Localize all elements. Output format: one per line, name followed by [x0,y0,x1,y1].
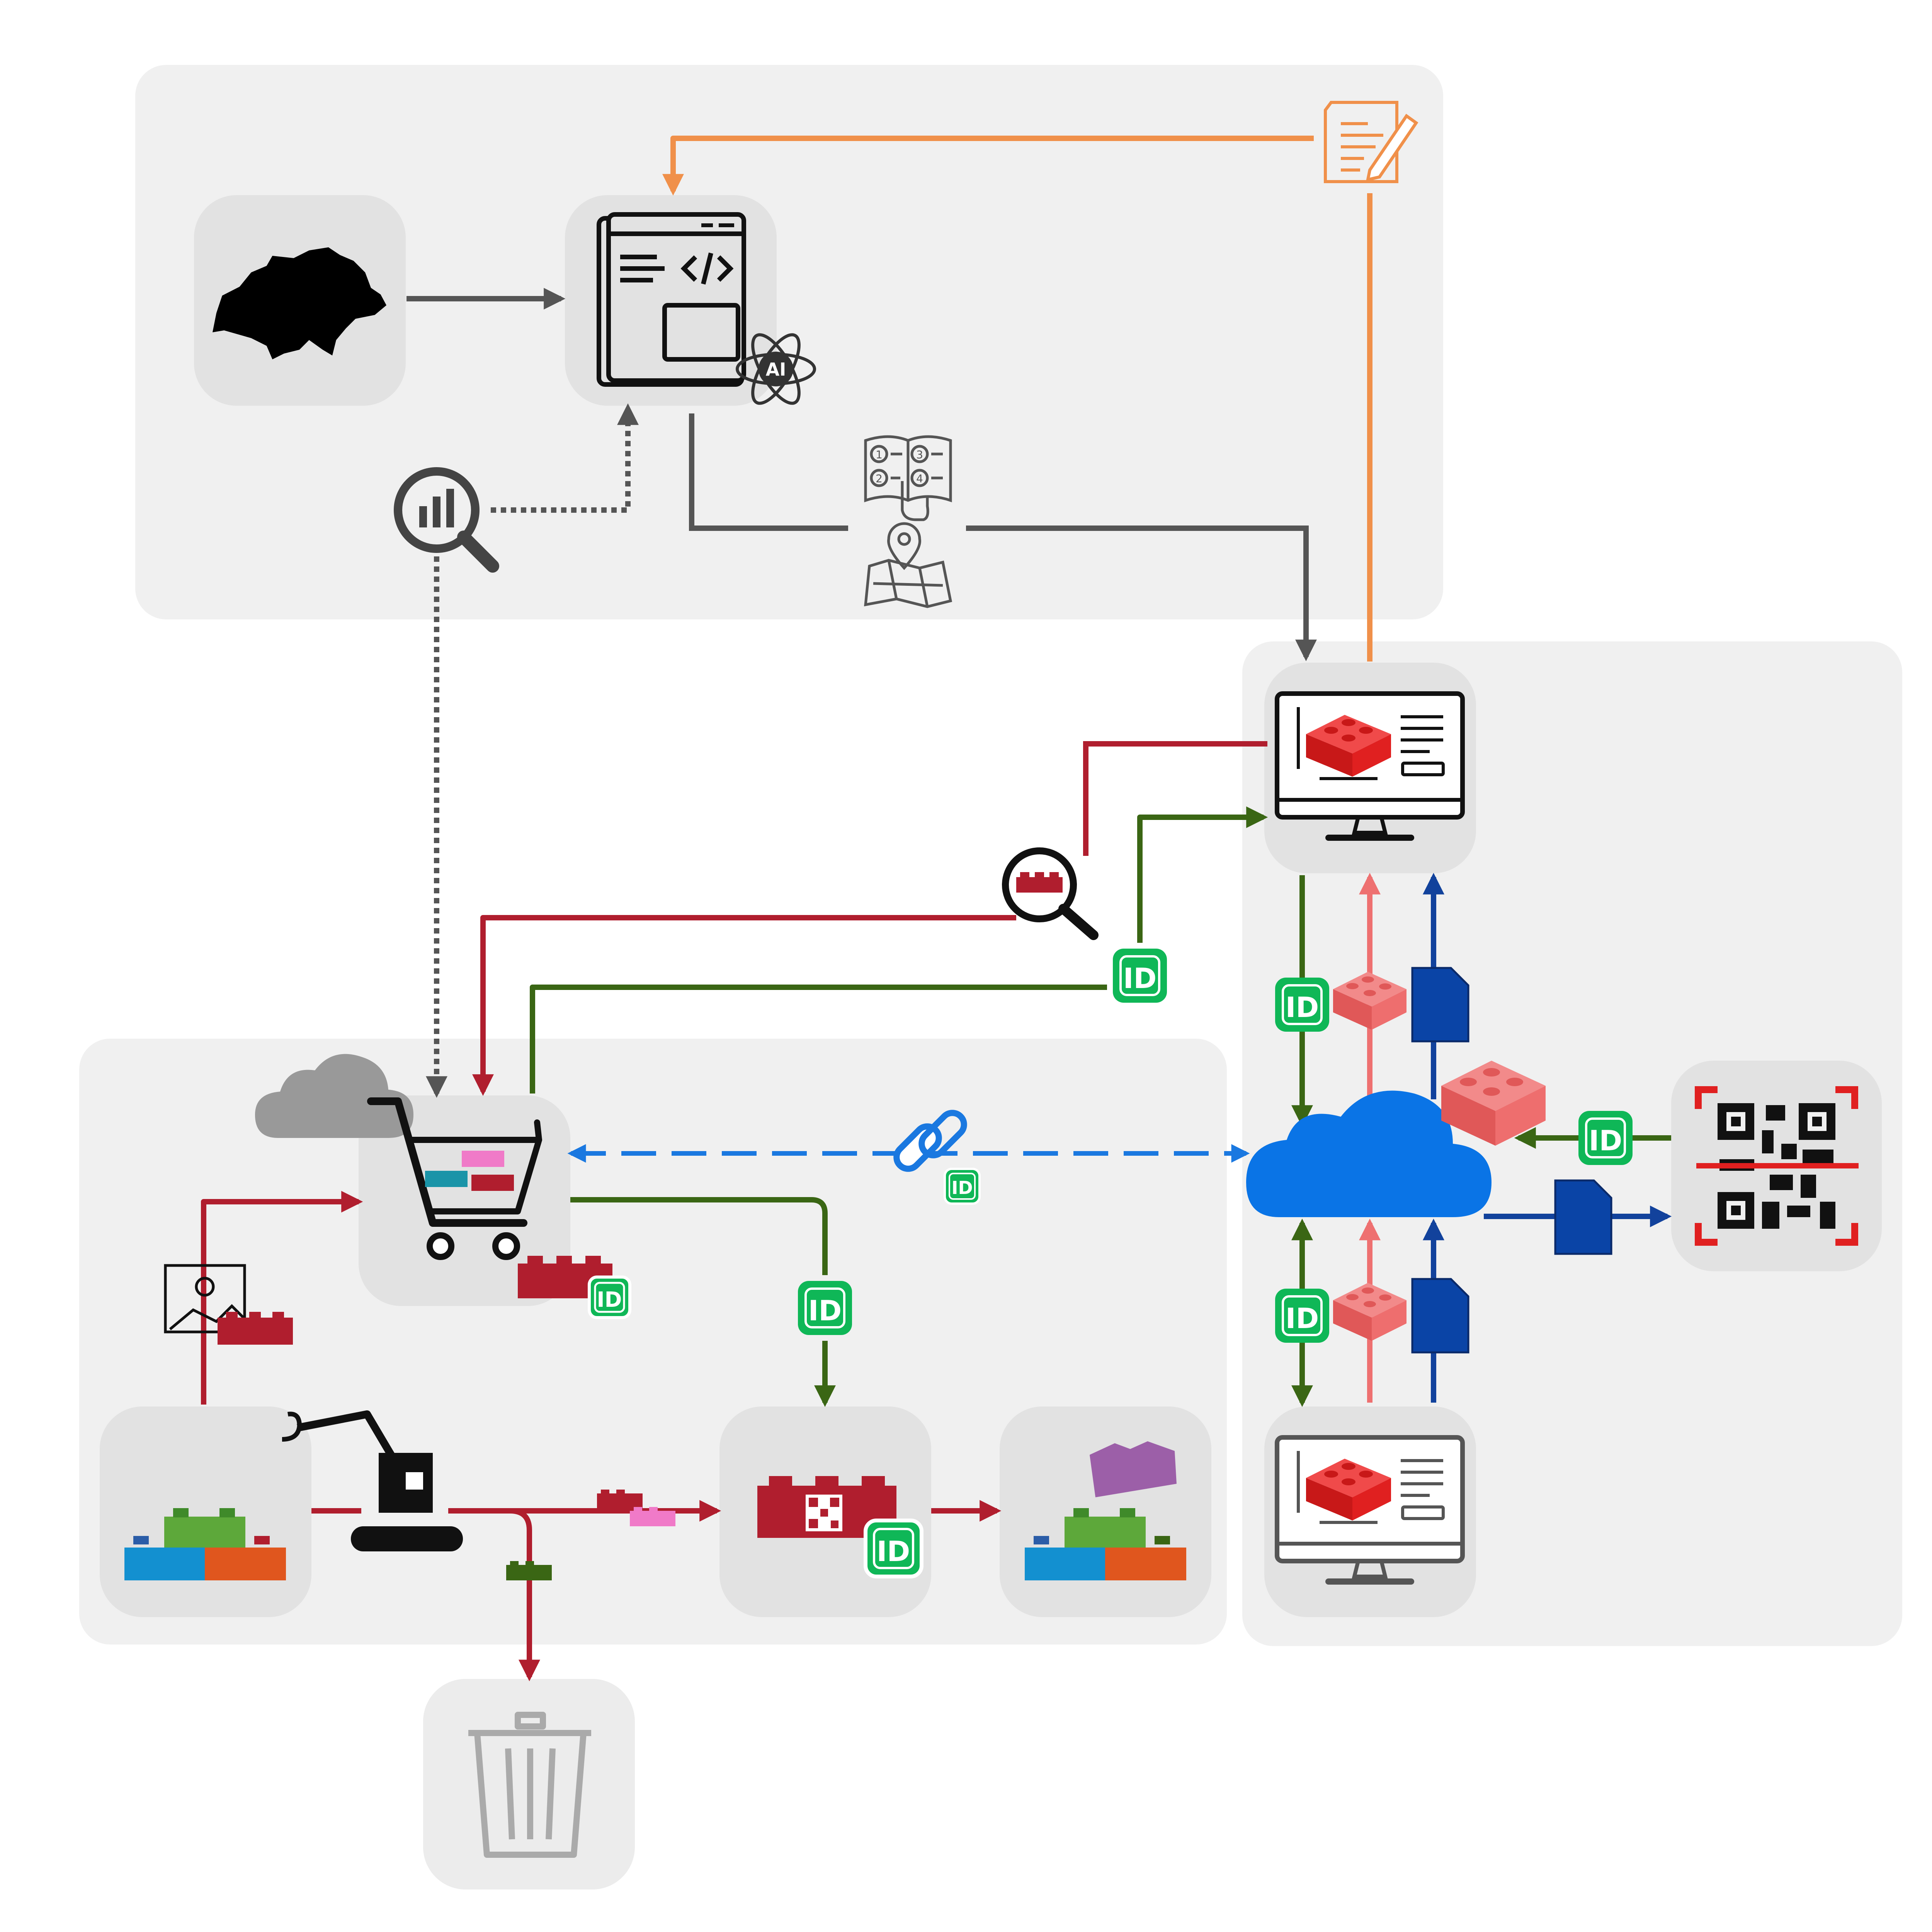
id-badge-icon-shop: ID [588,1276,631,1319]
id-label-search: ID [1123,962,1157,995]
document-icon-bottom [1411,1278,1469,1354]
brick-floating-icon [1441,1061,1546,1146]
link-icon [893,1110,967,1172]
manual-book-icon: 1 3 2 4 [864,435,952,521]
monitor-brick [1306,715,1391,777]
flow-app-to-platform-left [689,413,848,531]
flow-analytics-to-app [491,403,639,513]
trash-bin-icon [468,1712,591,1858]
flow-shop-to-id [570,1197,828,1275]
tile-building [100,1406,311,1617]
manual-step-3: 3 [916,448,923,461]
id-label-shop: ID [597,1287,622,1312]
id-badge-icon-link: ID [944,1168,981,1205]
ai-badge-label: AI [766,359,786,380]
id-badge-icon-tagged-brick: ID [864,1519,923,1578]
flow-app-to-platform-right [966,526,1317,662]
id-badge-icon-qr: ID [1578,1111,1633,1165]
small-bricks-sorted [506,1490,675,1580]
id-badge-icon-search: ID [1113,949,1167,1003]
platform-brick-top [1333,972,1406,1030]
document-icon [1411,967,1469,1043]
id-label-platform-top: ID [1286,991,1319,1024]
ai-atom-icon: AI [736,333,816,405]
id-badge-icon-platform-bottom: ID [1275,1289,1329,1343]
id-badge-icon-tag-flow: ID [798,1281,852,1335]
web-code-window-icon [597,212,746,387]
flow-excavator-to-trash [510,1508,540,1682]
shopping-cart-icon [367,1097,542,1260]
id-label-tag-flow: ID [808,1294,842,1327]
brick-search-icon [1002,847,1099,940]
flow-search-to-shop [472,915,1016,1096]
switzerland-map-icon [213,247,386,359]
gray-cloud-icon [255,1054,413,1138]
id-label-tagged-brick: ID [877,1535,910,1568]
id-label-link: ID [951,1177,973,1198]
flow-id-to-monitor [1137,806,1268,943]
platform-brick-bottom [1333,1283,1406,1341]
rebuilt-brick-stack-icon [1025,1441,1186,1580]
monitor-brick-icon-secondary [1275,1435,1465,1585]
qr-code-scanner-icon [1695,1086,1859,1246]
flow-id-to-shop [530,985,1107,1094]
cart-brick-pink [462,1151,504,1167]
excavator-icon [282,1410,463,1551]
document-icon-qr [1554,1179,1612,1255]
cart-brick-red [471,1175,514,1191]
map-location-icon [864,522,952,608]
manual-step-2: 2 [876,472,883,485]
flow-monitor-to-search [1083,741,1267,856]
flow-building-to-shop [201,1191,363,1405]
panel-platform [1242,641,1902,1646]
id-badge-icon-platform-top: ID [1275,978,1329,1032]
image-brick [218,1312,293,1345]
manual-step-1: 1 [876,448,883,461]
manual-step-4: 4 [916,472,923,485]
document-edit-icon [1324,101,1418,183]
analytics-search-icon [394,467,499,573]
flow-document-to-app [662,136,1314,196]
brick-stack-icon [124,1508,286,1580]
cloud-icon [1246,1090,1492,1217]
id-label-platform-bottom: ID [1286,1302,1319,1335]
monitor-brick-icon [1275,691,1465,841]
tile-new-building [1000,1406,1211,1617]
image-icon [164,1264,246,1333]
id-label-qr: ID [1589,1124,1622,1157]
cart-brick-teal [425,1171,468,1187]
